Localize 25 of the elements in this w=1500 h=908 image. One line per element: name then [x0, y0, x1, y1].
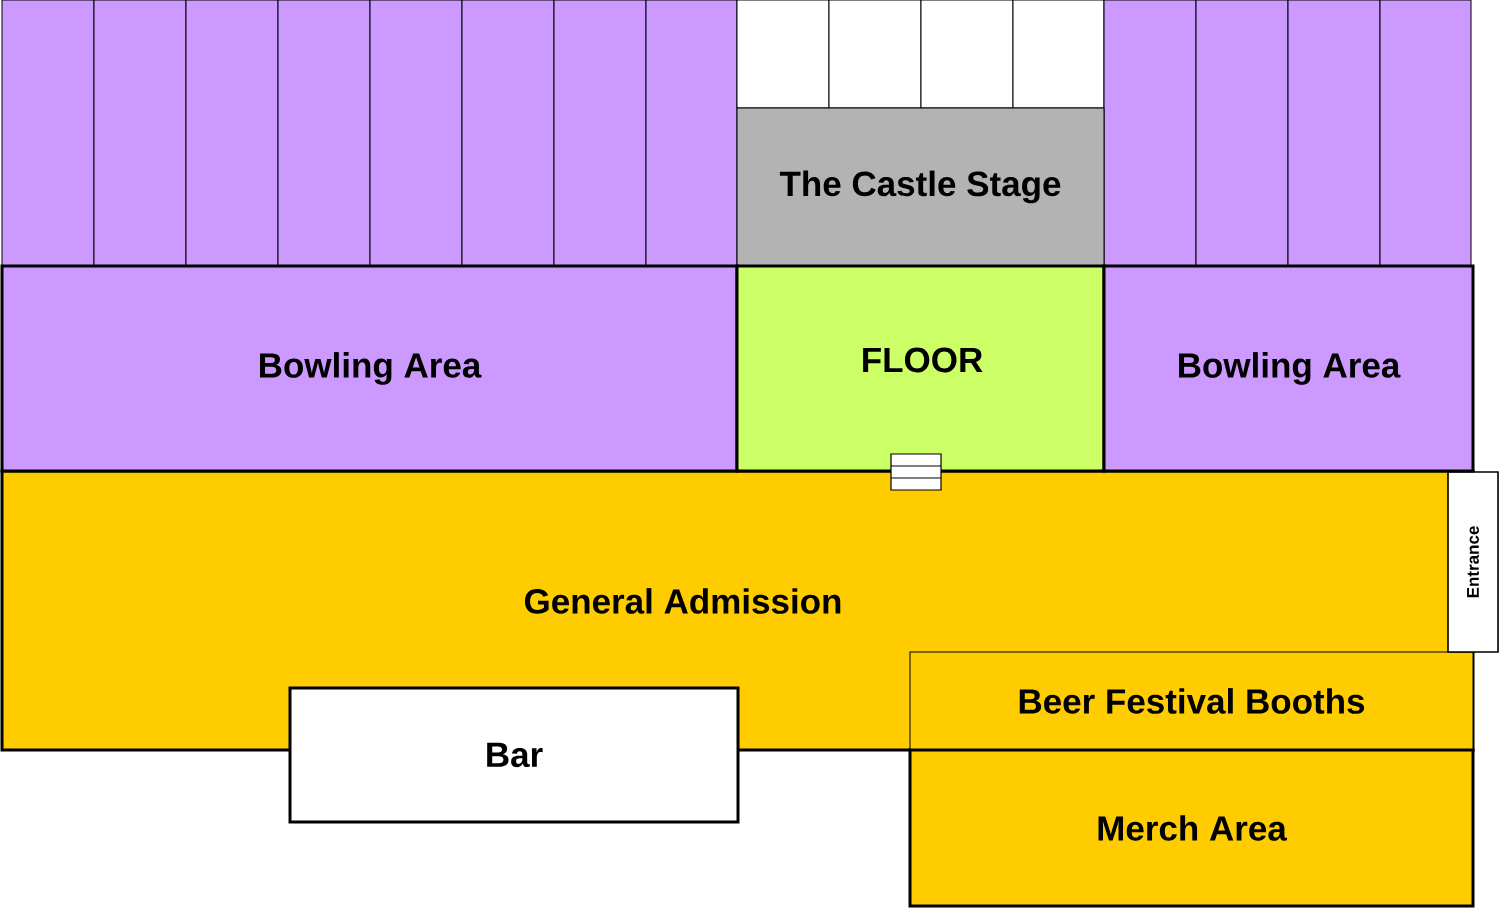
- seat-block: [828, 0, 922, 109]
- bowling-lane: [93, 0, 187, 267]
- bowling-area: Bowling Area: [0, 264, 739, 473]
- bowling-lane: [1379, 0, 1472, 267]
- bowling-area: Bowling Area: [1102, 264, 1475, 473]
- bar-area: Bar: [288, 686, 740, 824]
- bowling-lane: [1287, 0, 1381, 267]
- bowling-lane: [1103, 0, 1197, 267]
- bowling-lane: [185, 0, 279, 267]
- bowling-lane: [1195, 0, 1289, 267]
- floor-area: FLOOR: [735, 264, 1106, 473]
- seat-block: [736, 0, 830, 109]
- merch-area: Merch Area: [908, 748, 1475, 908]
- bowling-lane: [277, 0, 371, 267]
- stage-area: The Castle Stage: [736, 107, 1105, 267]
- bowling-lane: [1, 0, 95, 267]
- stairs: [890, 453, 942, 491]
- seat-block: [1012, 0, 1105, 109]
- entrance-area: Entrance: [1447, 471, 1499, 653]
- bowling-lane: [461, 0, 555, 267]
- bowling-lane: [553, 0, 647, 267]
- seat-block: [920, 0, 1014, 109]
- bowling-lane: [369, 0, 463, 267]
- bowling-lane: [645, 0, 738, 267]
- booth-area: Beer Festival Booths: [909, 651, 1474, 751]
